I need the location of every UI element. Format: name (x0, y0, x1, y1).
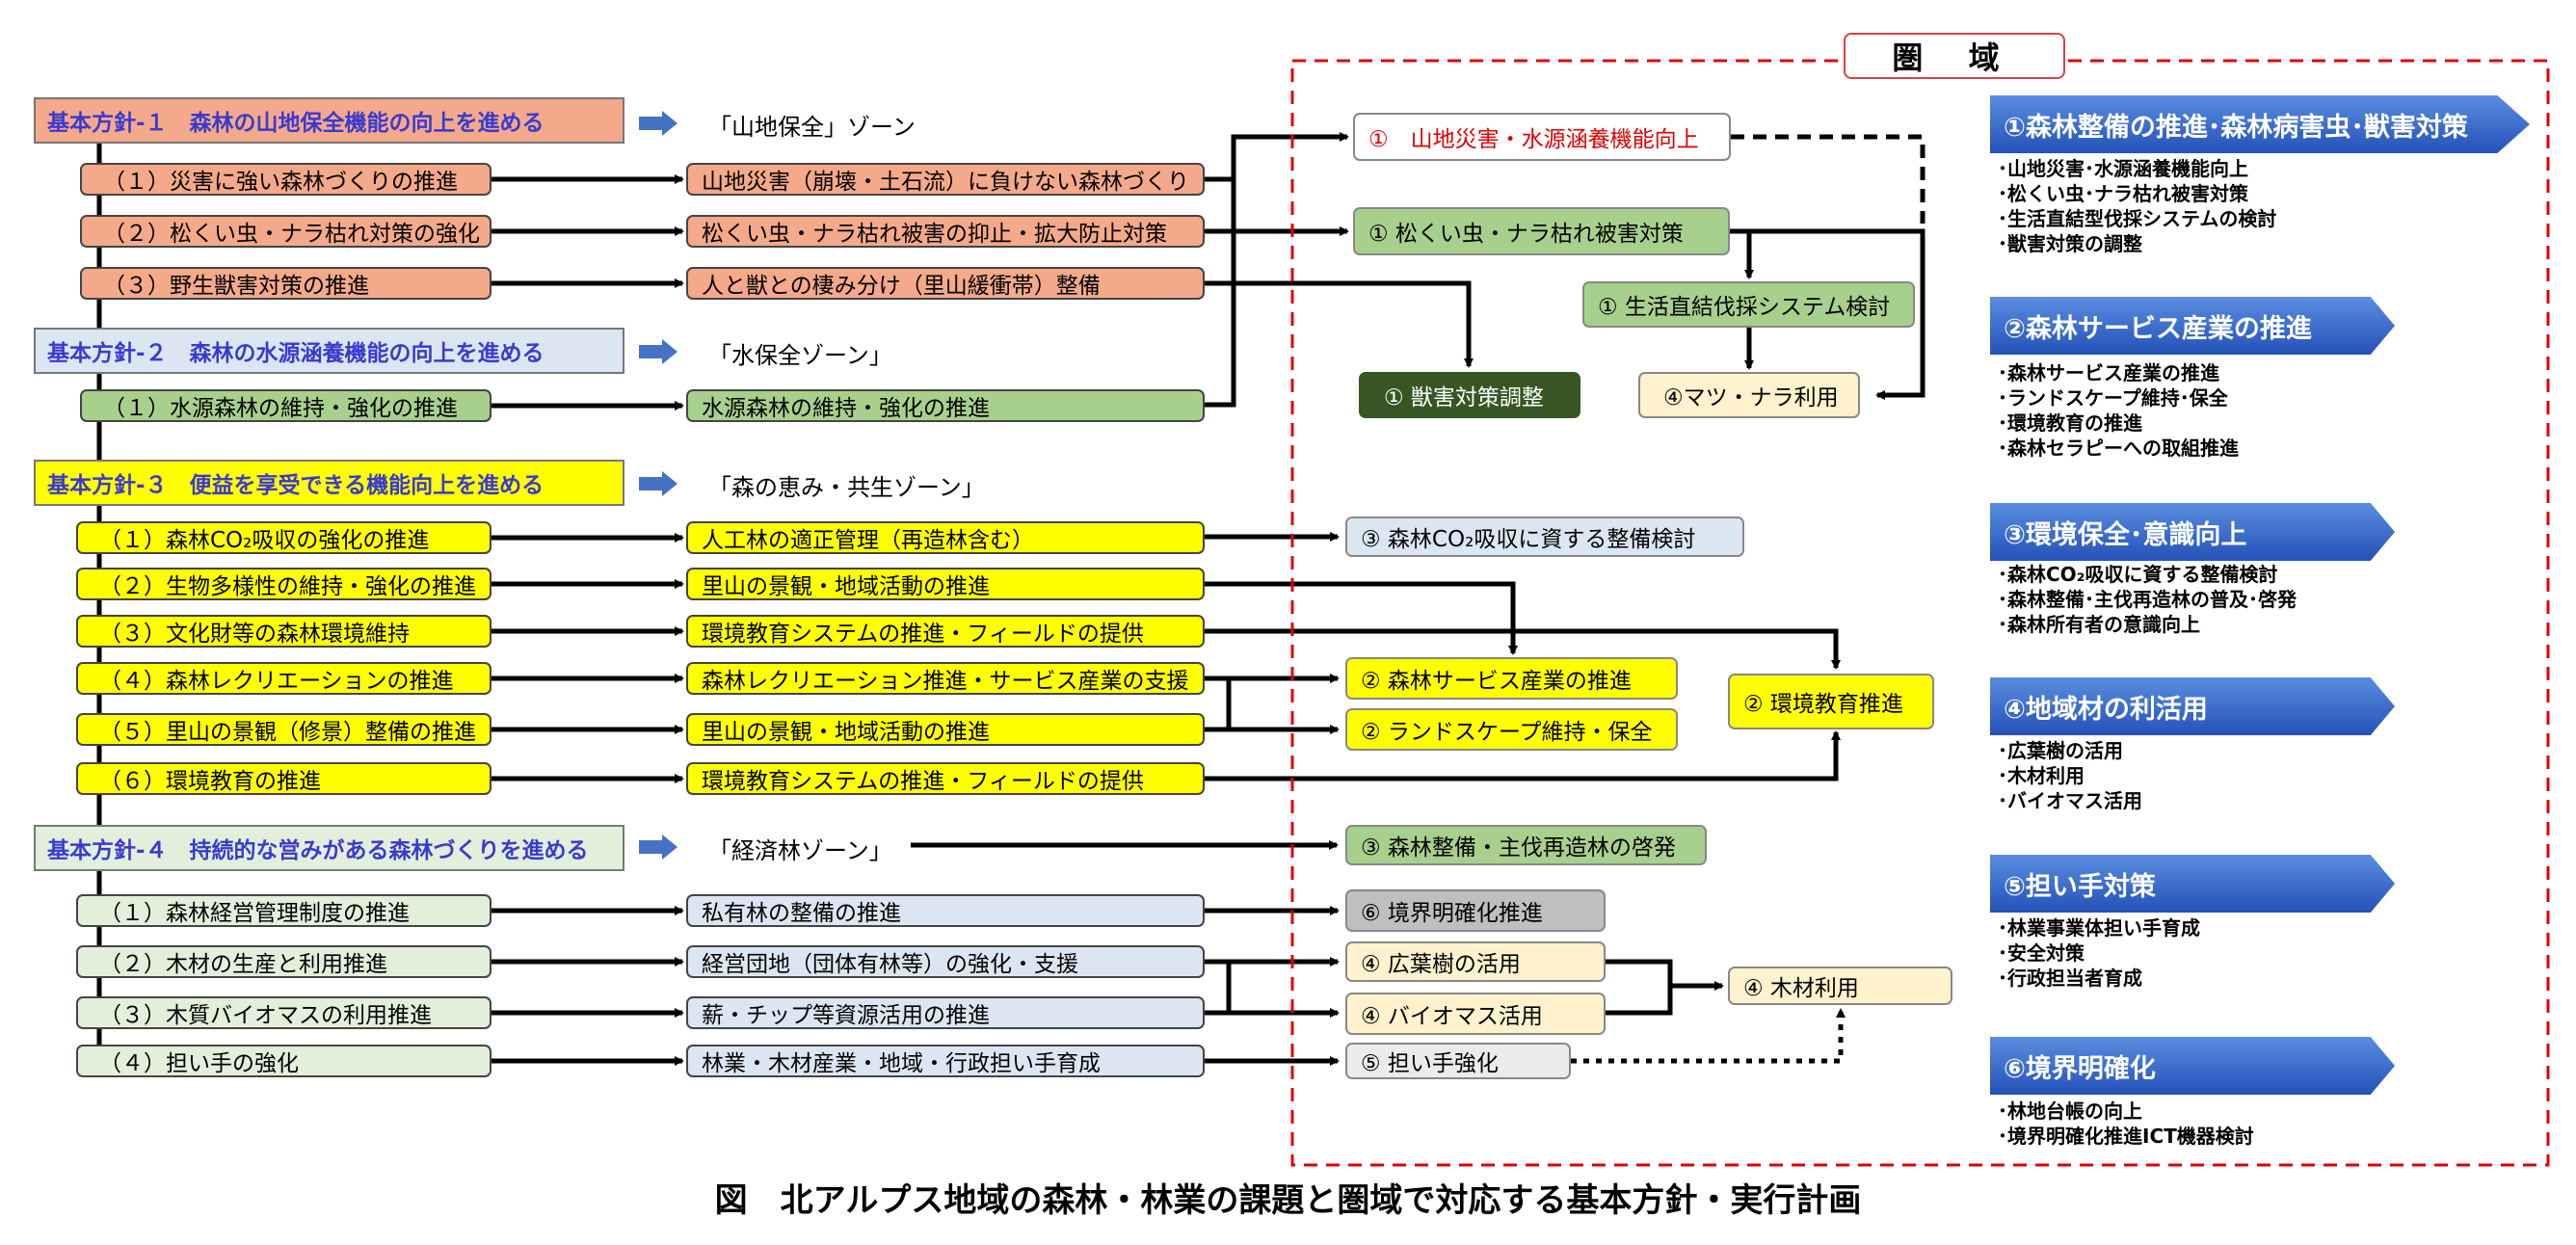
measure-box: （３）木質バイオマスの利用推進 (76, 996, 491, 1029)
figure-caption: 図 北アルプス地域の森林・林業の課題と圏域で対応する基本方針・実行計画 (714, 1181, 1862, 1220)
plan-box-p3: ① 生活直結伐採システム検討 (1582, 281, 1915, 328)
measure-box: （２）木材の生産と利用推進 (76, 945, 491, 978)
plan-box-p11: ⑥ 境界明確化推進 (1345, 889, 1606, 932)
measure-box: （２）松くい虫・ナラ枯れ対策の強化 (80, 215, 491, 248)
plan-box-p8: ② ランドスケープ維持・保全 (1345, 708, 1678, 751)
action-box: 松くい虫・ナラ枯れ被害の抑止・拡大防止対策 (686, 215, 1205, 248)
zone-label-2: 「水保全ゾーン」 (708, 342, 892, 369)
measure-box: （３）野生獣害対策の推進 (80, 267, 491, 300)
plan-box-p13: ④ バイオマス活用 (1345, 993, 1606, 1035)
policy-2: 基本方針‐２ 森林の水源涵養機能の向上を進める (34, 328, 624, 374)
policy-1: 基本方針‐１ 森林の山地保全機能の向上を進める (34, 97, 624, 144)
measure-box: （１）森林経営管理制度の推進 (76, 894, 491, 927)
action-box: 里山の景観・地域活動の推進 (686, 713, 1205, 746)
plan-box-p2: ① 松くい虫・ナラ枯れ被害対策 (1353, 207, 1730, 255)
category-title-5: ⑤担い手対策 (1990, 855, 2395, 913)
measure-box: （３）文化財等の森林環境維持 (76, 615, 491, 648)
category-items-4: ･広葉樹の活用･木材利用 ･バイオマス活用 (1998, 739, 2142, 812)
plan-box-p9: ② 環境教育推進 (1728, 674, 1934, 729)
measure-box: （１）水源森林の維持・強化の推進 (80, 389, 491, 422)
plan-box-p1: ① 山地災害・水源涵養機能向上 (1353, 113, 1731, 161)
measure-box: （４）森林レクリエーションの推進 (76, 662, 491, 695)
action-box: 人工林の適正管理（再造林含む） (686, 521, 1205, 554)
plan-box-p10: ③ 森林整備・主伐再造林の啓発 (1345, 825, 1707, 865)
measure-box: （４）担い手の強化 (76, 1045, 491, 1077)
zone-label-4: 「経済林ゾーン」 (708, 837, 892, 864)
action-box: 経営団地（団体有林等）の強化・支援 (686, 945, 1205, 978)
plan-box-p4: ① 獣害対策調整 (1359, 372, 1580, 418)
measure-box: （１）災害に強い森林づくりの推進 (80, 163, 491, 196)
plan-box-p7: ② 森林サービス産業の推進 (1345, 657, 1678, 700)
action-box: 環境教育システムの推進・フィールドの提供 (686, 762, 1205, 795)
category-items-2: ･森林サービス産業の推進･ランドスケープ維持･保全 ･環境教育の推進･森林セラピ… (1998, 361, 2239, 460)
zone-arrow-icon (639, 111, 677, 136)
action-box: 里山の景観・地域活動の推進 (686, 568, 1205, 600)
category-title-1: ①森林整備の推進･森林病害虫･獣害対策 (1990, 95, 2530, 153)
action-box: 林業・木材産業・地域・行政担い手育成 (686, 1045, 1205, 1077)
measure-box: （６）環境教育の推進 (76, 762, 491, 795)
category-title-4: ④地域材の利活用 (1990, 677, 2395, 735)
action-box: 人と獣との棲み分け（里山緩衝帯）整備 (686, 267, 1205, 300)
action-box: 山地災害（崩壊・土石流）に負けない森林づくり (686, 163, 1205, 196)
plan-box-p14: ④ 木材利用 (1728, 967, 1952, 1005)
zone-label-3: 「森の恵み・共生ゾーン」 (708, 474, 985, 501)
plan-box-p12: ④ 広葉樹の活用 (1345, 941, 1606, 982)
action-box: 森林レクリエーション推進・サービス産業の支援 (686, 662, 1205, 695)
action-box: 薪・チップ等資源活用の推進 (686, 996, 1205, 1029)
zone-arrow-icon (639, 471, 677, 496)
policy-4: 基本方針‐４ 持続的な営みがある森林づくりを進める (34, 825, 624, 871)
zone-arrow-icon (639, 339, 677, 364)
plan-box-p6: ③ 森林CO₂吸収に資する整備検討 (1345, 517, 1744, 557)
measure-box: （５）里山の景観（修景）整備の推進 (76, 713, 491, 746)
action-box: 水源森林の維持・強化の推進 (686, 389, 1205, 422)
policy-3: 基本方針‐３ 便益を享受できる機能向上を進める (34, 460, 624, 506)
plan-box-p5: ④マツ・ナラ利用 (1638, 372, 1860, 418)
category-title-3: ③環境保全･意識向上 (1990, 503, 2395, 561)
category-title-2: ②森林サービス産業の推進 (1990, 297, 2395, 355)
action-box: 環境教育システムの推進・フィールドの提供 (686, 615, 1205, 648)
circle-title: 圏 域 (1844, 33, 2065, 79)
category-items-3: ･森林CO₂吸収に資する整備検討･森林整備･主伐再造林の普及･啓発 ･森林所有者… (1998, 563, 2297, 636)
measure-box: （１）森林CO₂吸収の強化の推進 (76, 521, 491, 554)
category-items-5: ･林業事業体担い手育成･安全対策 ･行政担当者育成 (1998, 916, 2200, 990)
action-box: 私有林の整備の推進 (686, 894, 1205, 927)
category-title-6: ⑥境界明確化 (1990, 1037, 2395, 1095)
measure-box: （２）生物多様性の維持・強化の推進 (76, 568, 491, 600)
plan-box-p15: ⑤ 担い手強化 (1345, 1043, 1571, 1079)
zone-label-1: 「山地保全」ゾーン (708, 114, 916, 141)
category-items-6: ･林地台帳の向上･境界明確化推進ICT機器検討 (1998, 1099, 2254, 1148)
category-items-1: ･山地災害･水源涵養機能向上･松くい虫･ナラ枯れ被害対策 ･生活直結型伐採システ… (1998, 157, 2277, 255)
zone-arrow-icon (639, 834, 677, 860)
